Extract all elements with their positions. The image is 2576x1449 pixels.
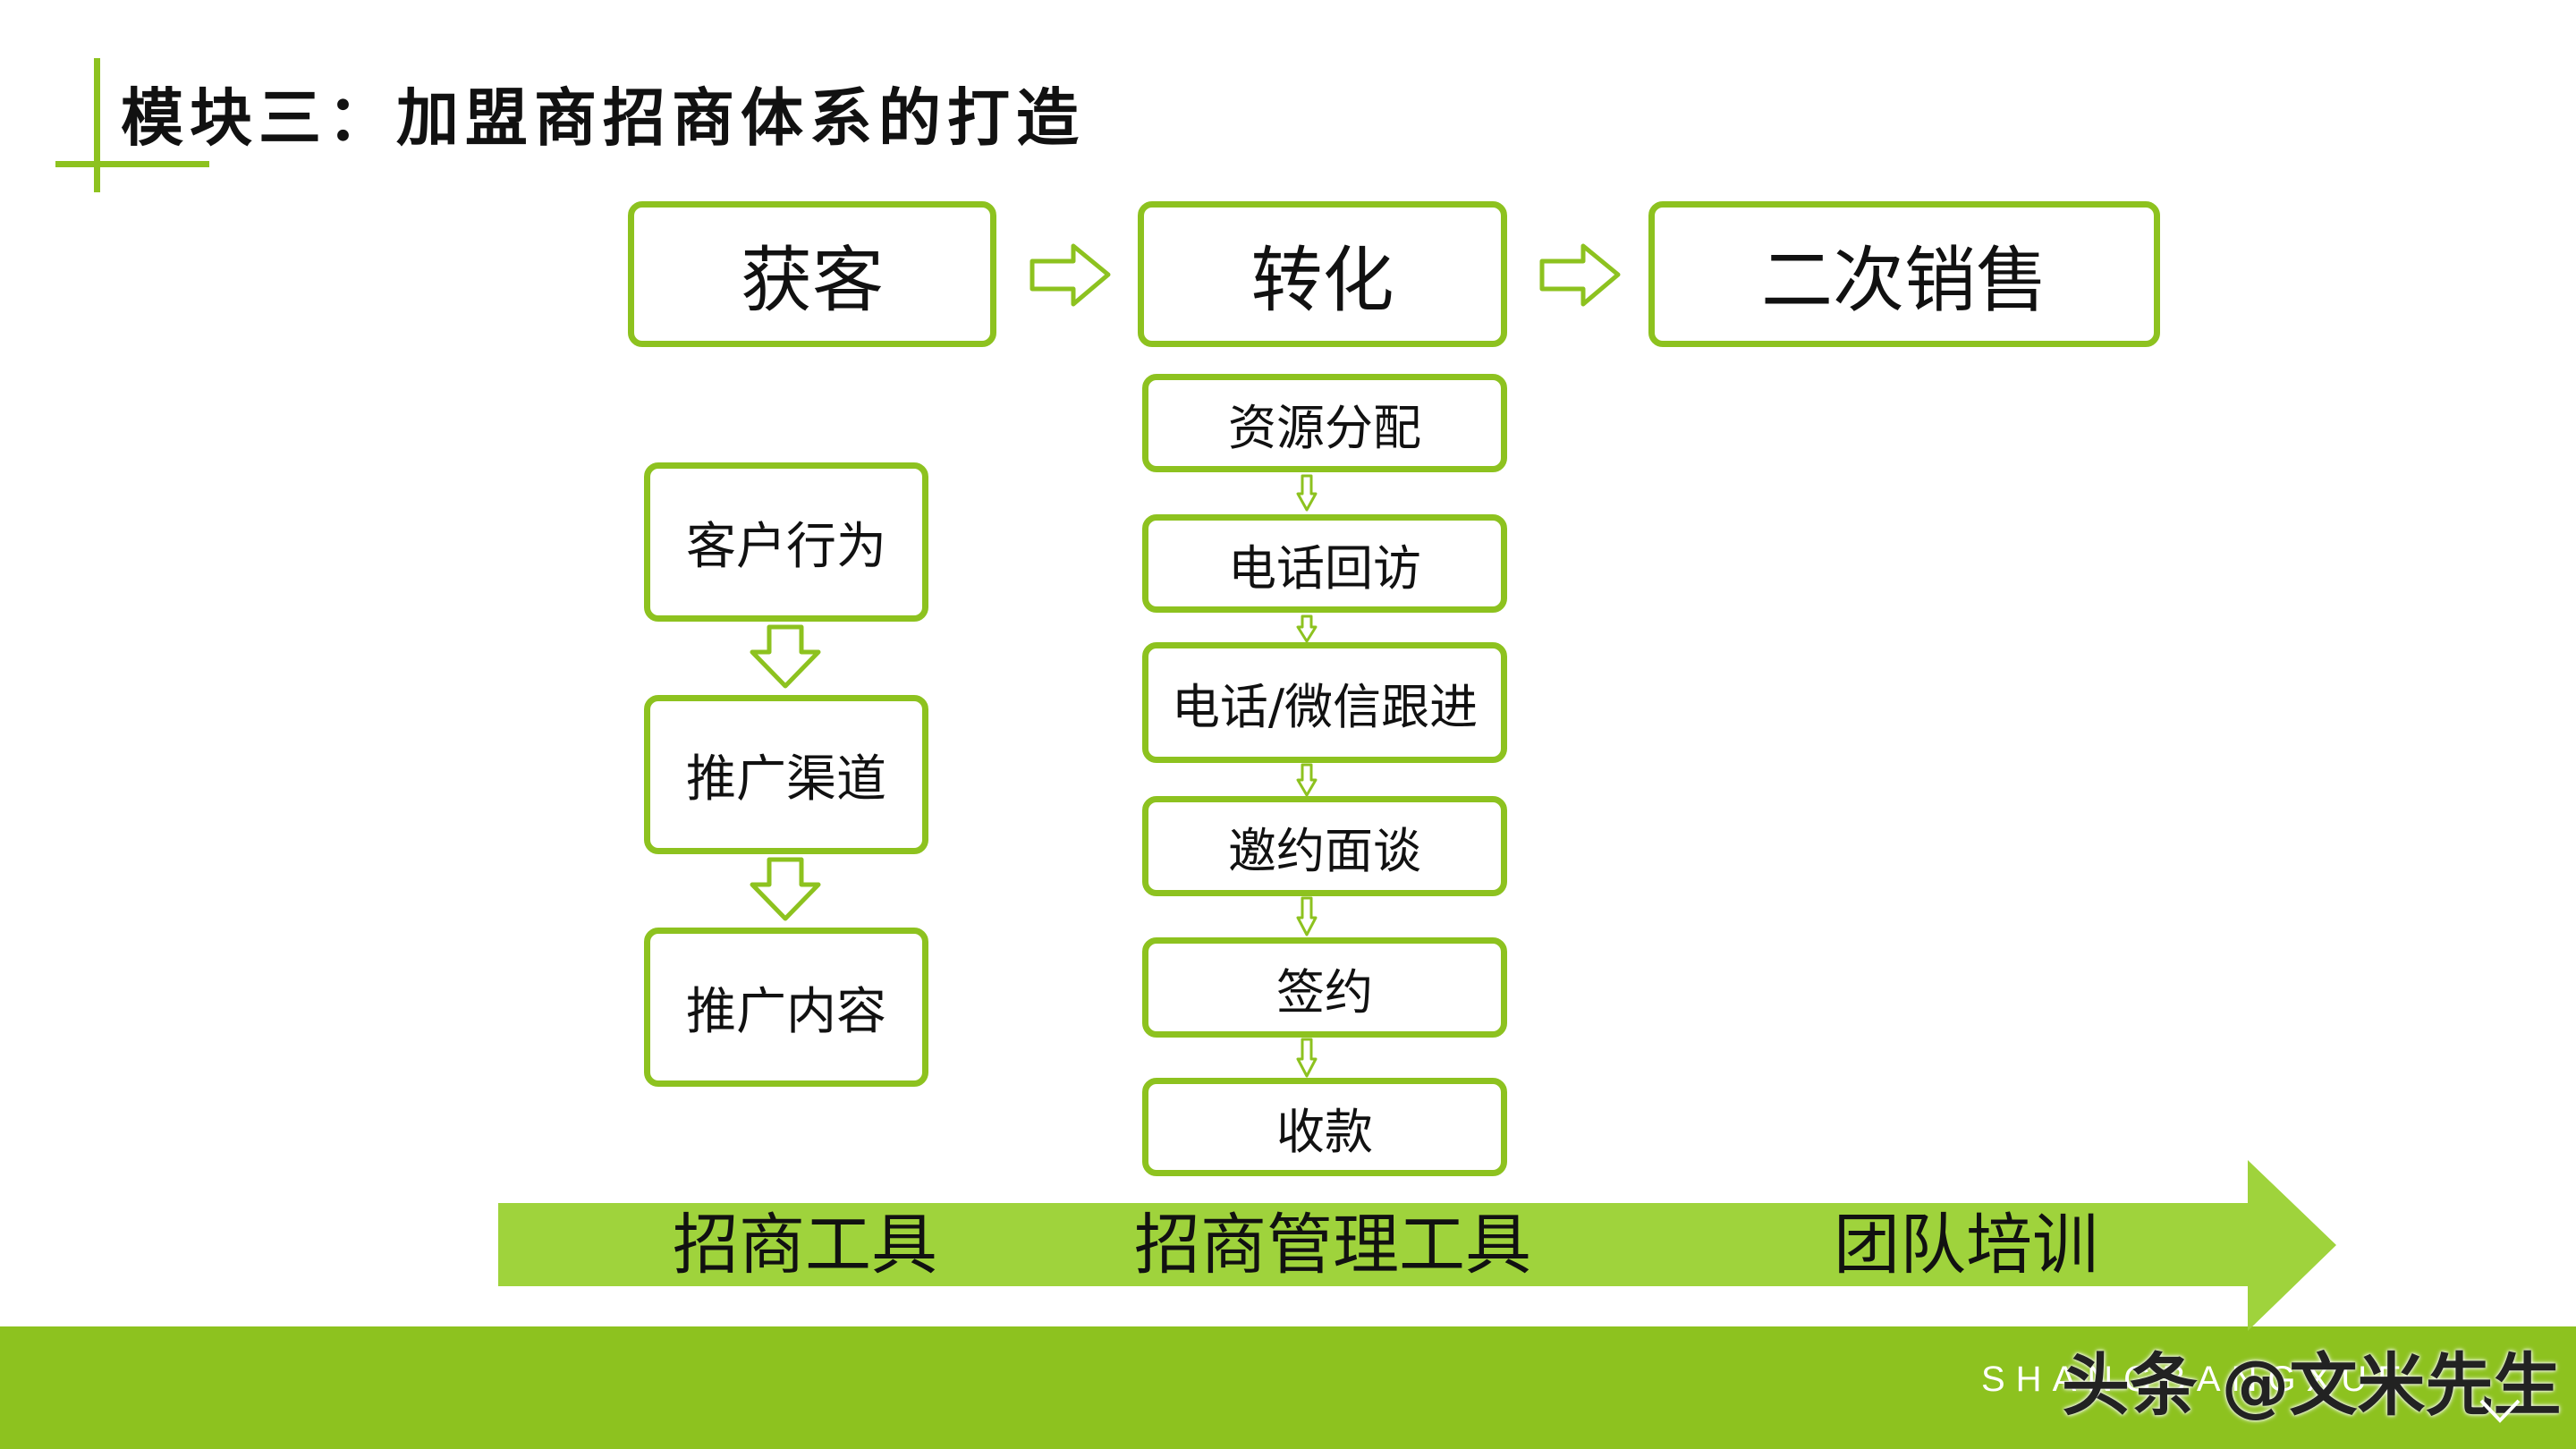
- bottom-arrow-label-management-tools: 招商管理工具: [1134, 1207, 1531, 1284]
- conversion-step-box: 电话回访: [1142, 514, 1507, 613]
- down-arrow-icon: [1296, 1038, 1318, 1078]
- stage-resale-box: 二次销售: [1648, 201, 2160, 347]
- acquisition-step-box: 推广内容: [644, 928, 928, 1087]
- acquisition-step-box: 客户行为: [644, 462, 928, 622]
- acquisition-step-label: 客户行为: [686, 517, 886, 576]
- title-accent-vertical-bar: [94, 58, 100, 192]
- conversion-step-box: 签约: [1142, 937, 1507, 1038]
- down-arrow-icon: [1296, 763, 1318, 797]
- stage-conversion-box: 转化: [1138, 201, 1507, 347]
- stage-acquisition-box: 获客: [628, 201, 996, 347]
- conversion-step-label: 电话/微信跟进: [1171, 679, 1479, 735]
- right-arrow-icon: [1030, 243, 1111, 307]
- down-arrow-icon: [1296, 614, 1318, 643]
- footer-brand-text: SHANGBANGXUE: [1981, 1360, 2412, 1399]
- title-accent-horizontal-bar: [55, 161, 209, 167]
- acquisition-step-label: 推广内容: [686, 982, 886, 1041]
- bottom-arrow-band: [498, 1160, 2336, 1331]
- acquisition-step-box: 推广渠道: [644, 695, 928, 854]
- right-arrow-icon: [1539, 243, 1621, 307]
- down-arrow-icon: [1296, 474, 1318, 512]
- chevron-down-icon: [2479, 1399, 2521, 1423]
- down-arrow-icon: [1296, 896, 1318, 936]
- bottom-arrow-label-recruit-tools: 招商工具: [673, 1207, 937, 1284]
- bottom-arrow-label-team-training: 团队培训: [1834, 1207, 2098, 1284]
- conversion-step-label: 邀约面谈: [1228, 822, 1421, 879]
- watermark: 头条 @文米先生: [2062, 1345, 2562, 1425]
- conversion-step-label: 电话回访: [1228, 539, 1421, 597]
- conversion-step-box: 电话/微信跟进: [1142, 642, 1507, 763]
- stage-resale-label: 二次销售: [1761, 238, 2047, 322]
- slide-title: 模块三：加盟商招商体系的打造: [121, 81, 1085, 155]
- conversion-step-label: 收款: [1276, 1103, 1373, 1160]
- down-arrow-icon: [750, 624, 821, 689]
- footer-bar: [0, 1326, 2576, 1449]
- down-arrow-icon: [750, 857, 821, 921]
- stage-conversion-label: 转化: [1250, 238, 1394, 322]
- conversion-step-box: 资源分配: [1142, 374, 1507, 472]
- conversion-step-label: 资源分配: [1228, 399, 1421, 456]
- conversion-step-label: 签约: [1276, 963, 1373, 1021]
- conversion-step-box: 收款: [1142, 1078, 1507, 1176]
- acquisition-step-label: 推广渠道: [686, 750, 886, 809]
- conversion-step-box: 邀约面谈: [1142, 796, 1507, 896]
- stage-acquisition-label: 获客: [741, 238, 884, 322]
